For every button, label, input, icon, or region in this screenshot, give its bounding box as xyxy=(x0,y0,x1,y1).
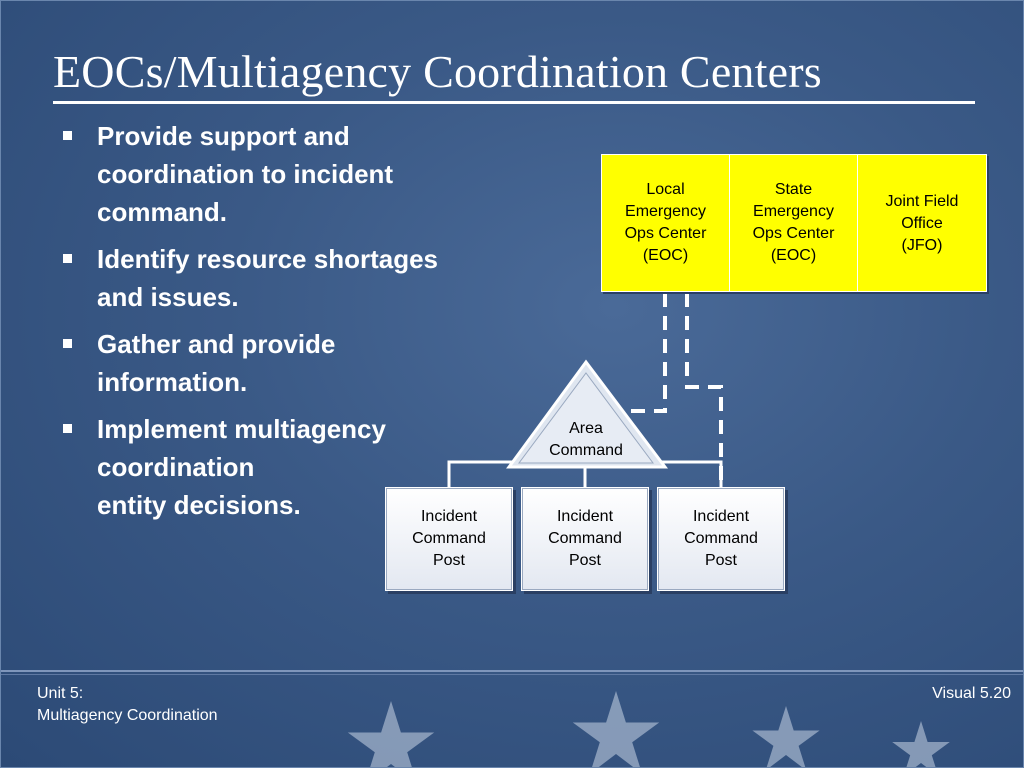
incident-post-box: Incident Command Post xyxy=(385,487,513,591)
star-decoration xyxy=(752,706,820,767)
square-bullet-icon xyxy=(63,424,72,433)
eoc-box-state: State Emergency Ops Center (EOC) xyxy=(729,154,858,292)
eoc-box-label: Joint Field Office (JFO) xyxy=(885,193,959,254)
incident-post-box: Incident Command Post xyxy=(657,487,785,591)
jfo-box: Joint Field Office (JFO) xyxy=(857,154,987,292)
footer-unit-number: Unit 5: xyxy=(37,685,84,702)
bullet-item: Identify resource shortages and issues. xyxy=(59,240,529,316)
square-bullet-icon xyxy=(63,254,72,263)
dashed-connector xyxy=(621,293,667,413)
bullet-item: Gather and provide information. xyxy=(59,325,529,401)
footer-unit: Unit 5: Multiagency Coordination xyxy=(37,683,218,727)
eoc-box-local: Local Emergency Ops Center (EOC) xyxy=(601,154,730,292)
footer-divider xyxy=(1,670,1023,672)
footer-divider xyxy=(1,674,1023,675)
square-bullet-icon xyxy=(63,339,72,348)
area-command-label: Area Command xyxy=(549,420,623,459)
bullet-text: Provide support and coordination to inci… xyxy=(97,121,394,227)
dashed-connector xyxy=(685,293,723,487)
incident-post-label: Incident Command Post xyxy=(412,508,486,569)
eoc-box-label: State Emergency Ops Center (EOC) xyxy=(752,181,835,264)
bullet-text: Implement multiagency coordination entit… xyxy=(97,414,386,520)
footer-unit-title: Multiagency Coordination xyxy=(37,707,218,724)
title-underline xyxy=(53,101,975,104)
bullet-text: Identify resource shortages and issues. xyxy=(97,244,438,312)
slide-title: EOCs/Multiagency Coordination Centers xyxy=(53,46,822,97)
incident-post-box: Incident Command Post xyxy=(521,487,649,591)
star-decoration xyxy=(892,721,950,767)
footer-visual-number: Visual 5.20 xyxy=(932,685,1011,702)
bullet-list: Provide support and coordination to inci… xyxy=(59,117,529,533)
square-bullet-icon xyxy=(63,131,72,140)
incident-post-label: Incident Command Post xyxy=(548,508,622,569)
star-decoration xyxy=(572,691,660,767)
eoc-box-label: Local Emergency Ops Center (EOC) xyxy=(624,181,707,264)
bullet-text: Gather and provide information. xyxy=(97,329,336,397)
incident-post-label: Incident Command Post xyxy=(684,508,758,569)
bullet-item: Provide support and coordination to inci… xyxy=(59,117,529,231)
star-decoration xyxy=(347,701,435,767)
bullet-item: Implement multiagency coordination entit… xyxy=(59,410,529,524)
